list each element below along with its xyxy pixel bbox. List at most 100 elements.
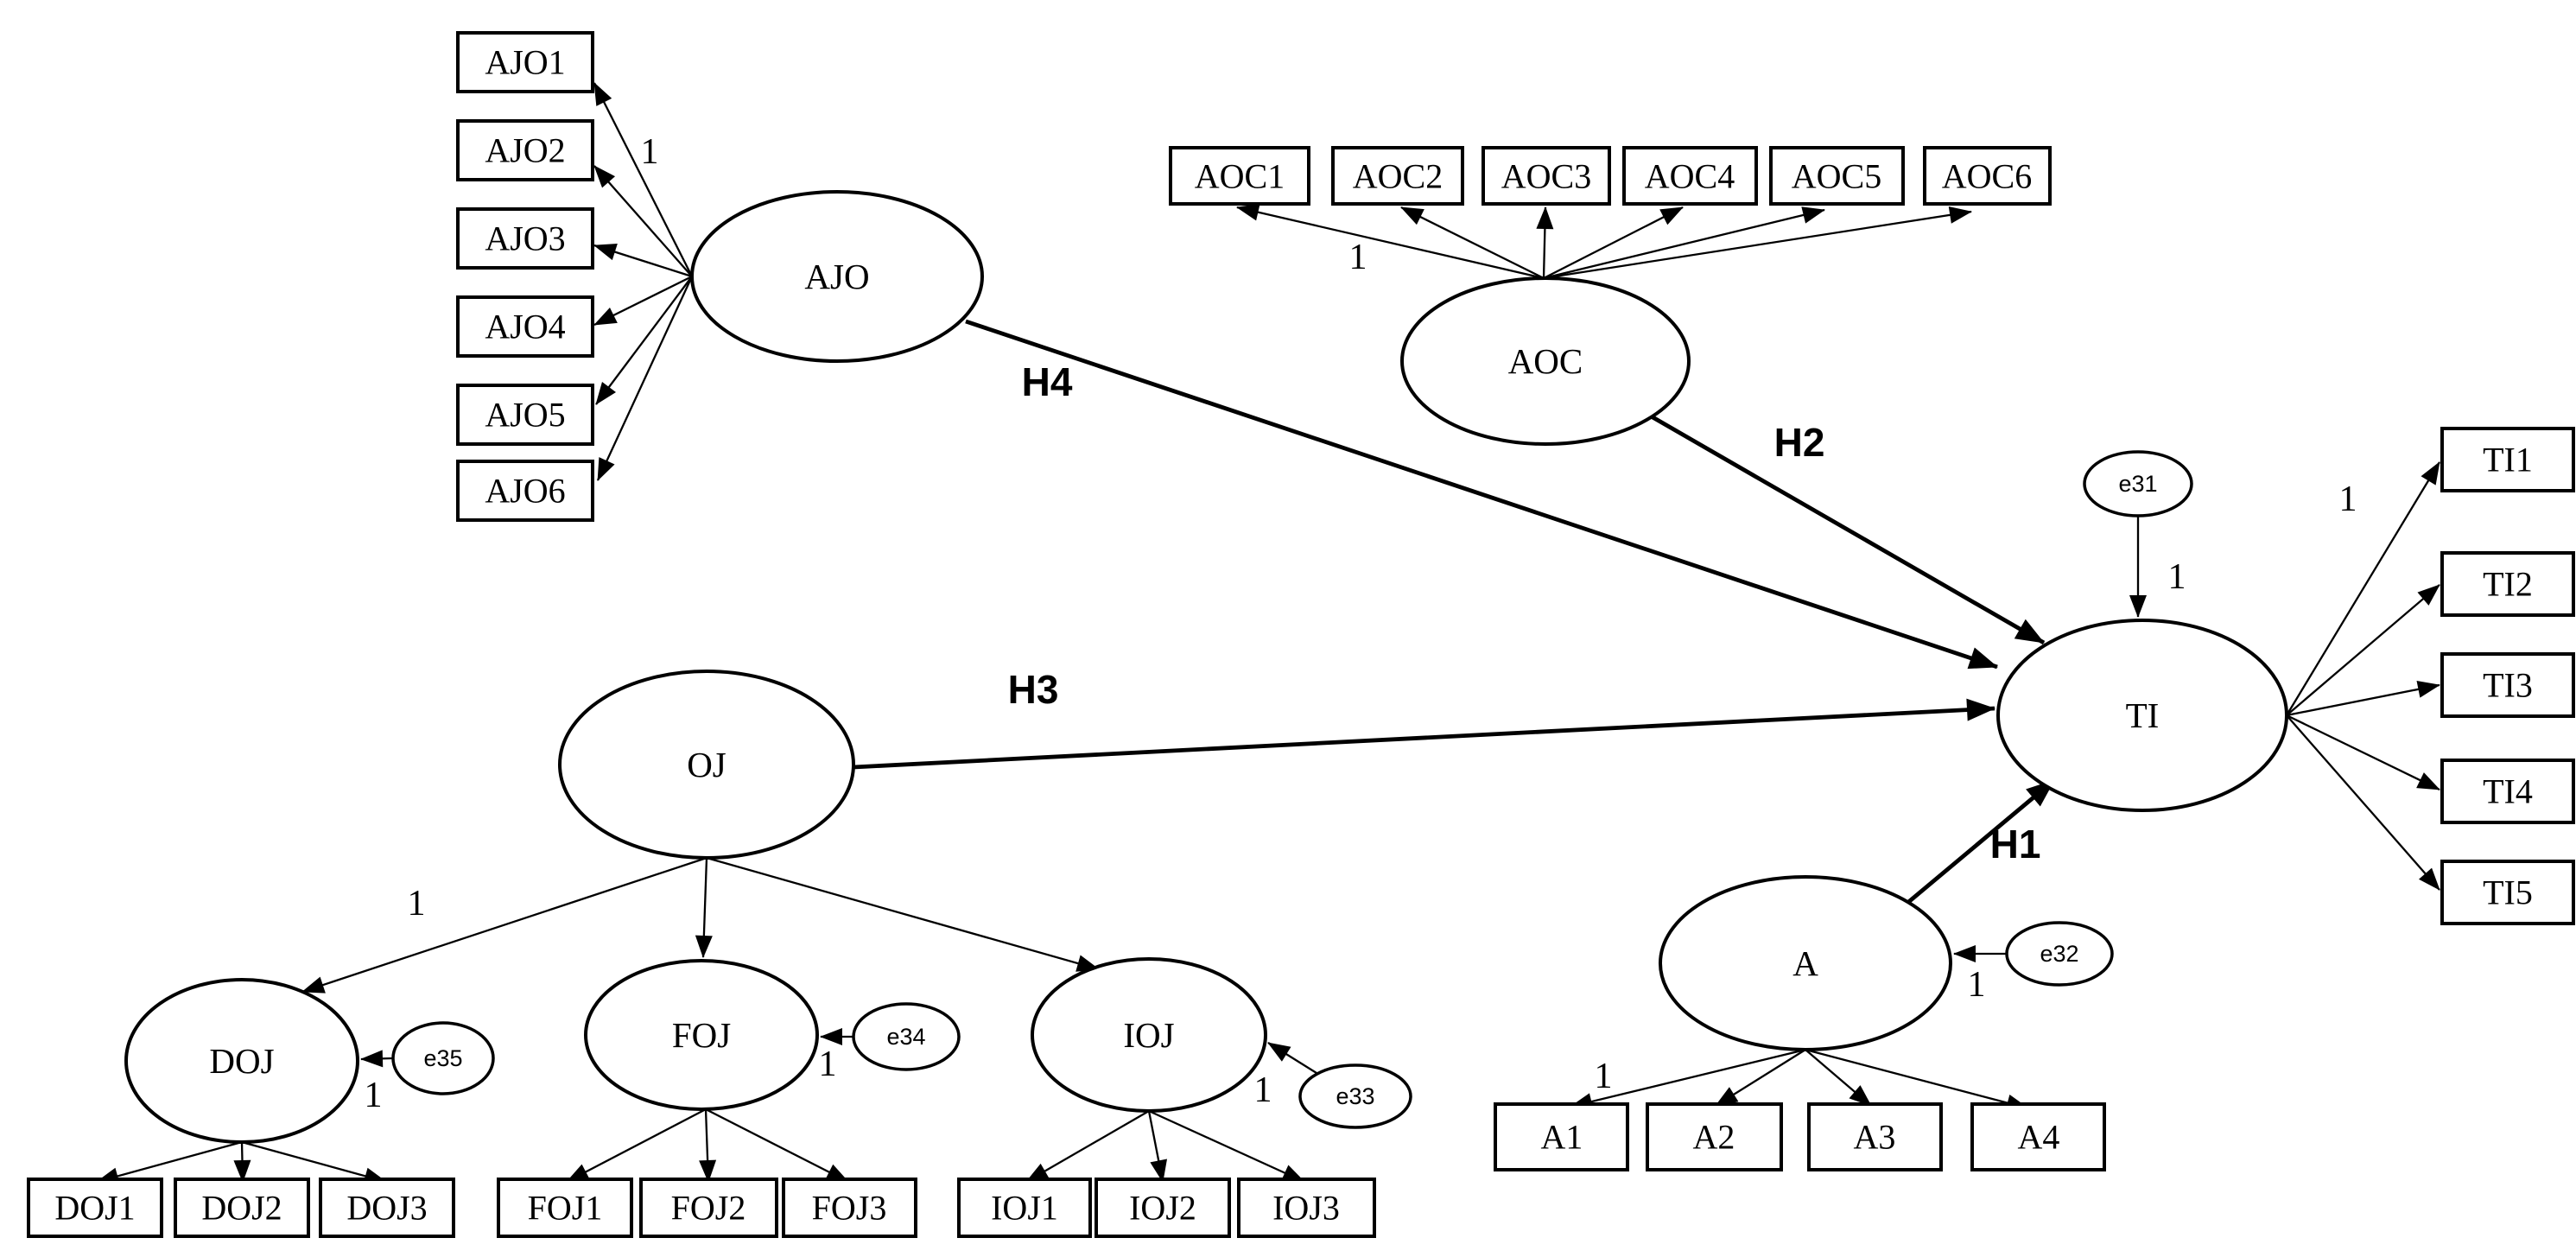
error-terms: e31 e32 e33 e34 e35 [391, 450, 2193, 1129]
label-h4: H4 [1022, 359, 1073, 404]
indicator-ajo3-label: AJO3 [485, 219, 565, 258]
indicator-ioj1-box [957, 1178, 1092, 1238]
arrow-ajo-ajo2 [593, 165, 693, 277]
error-e31: e31 [2083, 450, 2193, 517]
indicator-a1-box [1494, 1102, 1629, 1171]
latent-foj: FOJ [584, 959, 819, 1111]
arrow-aoc-aoc3 [1536, 206, 1554, 279]
indicator-foj3: FOJ3 [782, 1178, 917, 1238]
indicator-doj2-label: DOJ2 [201, 1189, 282, 1228]
error-e32-ellipse [2005, 921, 2114, 987]
indicator-ti2-label: TI2 [2483, 565, 2533, 604]
indicator-ti5-box [2440, 860, 2575, 925]
indicator-aoc6: AOC6 [1923, 146, 2052, 206]
indicator-ajo5: AJO5 [456, 384, 594, 446]
indicator-ti2: TI2 [2440, 551, 2575, 617]
label-h1: H1 [1990, 822, 2041, 867]
latent-ajo-label: AJO [804, 257, 869, 296]
indicator-doj1-label: DOJ1 [54, 1189, 135, 1228]
indicator-ajo3-box [456, 207, 594, 270]
latent-ajo-ellipse [690, 190, 984, 363]
arrow-aoc-aoc6 [1543, 206, 1972, 280]
error-e34: e34 [852, 1002, 961, 1071]
arrow-foj-foj3 [705, 1108, 849, 1184]
label-loading1-aoc: 1 [1349, 238, 1367, 277]
latent-doj-ellipse [124, 978, 359, 1144]
indicator-a4-label: A4 [2018, 1118, 2060, 1157]
path-h1-a-to-ti [1905, 778, 2056, 905]
indicator-aoc5-box [1769, 146, 1905, 206]
arrow-ajo-ajo3 [593, 244, 693, 278]
indicator-aoc5-label: AOC5 [1792, 157, 1881, 196]
error-e35-label: e35 [423, 1045, 462, 1071]
indicator-ti1: TI1 [2440, 427, 2575, 492]
indicator-a1-label: A1 [1541, 1118, 1583, 1157]
indicator-aoc6-label: AOC6 [1942, 157, 2032, 196]
indicator-aoc1-box [1169, 146, 1310, 206]
indicator-ajo2-label: AJO2 [485, 131, 565, 170]
indicator-ajo1: AJO1 [456, 31, 594, 93]
indicator-doj1-box [27, 1178, 163, 1238]
arrow-ti-ti5 [2286, 714, 2440, 891]
indicator-ioj2-box [1094, 1178, 1231, 1238]
indicator-doj1: DOJ1 [27, 1178, 163, 1238]
indicator-doj2-box [174, 1178, 310, 1238]
latent-foj-label: FOJ [672, 1015, 731, 1055]
indicator-a3: A3 [1807, 1102, 1943, 1171]
indicator-ioj2: IOJ2 [1094, 1178, 1231, 1238]
latent-ti-ellipse [1996, 619, 2288, 812]
error-e35-ellipse [391, 1021, 495, 1095]
indicator-a1: A1 [1494, 1102, 1629, 1171]
latent-a-ellipse [1659, 875, 1952, 1051]
indicator-ti4-box [2440, 759, 2575, 824]
indicator-aoc2: AOC2 [1331, 146, 1464, 206]
indicator-ioj1: IOJ1 [957, 1178, 1092, 1238]
indicator-aoc5: AOC5 [1769, 146, 1905, 206]
latent-oj: OJ [558, 670, 855, 860]
indicator-ti5: TI5 [2440, 860, 2575, 925]
arrow-oj-doj [301, 856, 707, 994]
arrow-ajo-ajo5 [595, 276, 693, 405]
indicator-aoc6-box [1923, 146, 2052, 206]
indicator-a3-box [1807, 1102, 1943, 1171]
indicator-doj2: DOJ2 [174, 1178, 310, 1238]
indicator-ioj3-box [1237, 1178, 1376, 1238]
latent-ti: TI [1996, 619, 2288, 812]
indicator-ti1-label: TI1 [2483, 441, 2533, 479]
indicator-aoc4: AOC4 [1622, 146, 1758, 206]
path-h2-aoc-to-ti [1646, 412, 2046, 645]
indicator-ti3: TI3 [2440, 652, 2575, 718]
indicator-a4: A4 [1970, 1102, 2106, 1171]
label-loading1-ajo: 1 [641, 132, 659, 172]
arrow-a-a2 [1715, 1049, 1806, 1107]
arrow-a-a4 [1805, 1048, 2029, 1112]
indicator-ajo2-box [456, 119, 594, 181]
latent-ajo: AJO [690, 190, 984, 363]
arrow-ajo-ajo1 [593, 82, 694, 277]
indicator-aoc4-box [1622, 146, 1758, 206]
arrow-ajo-ajo6 [596, 276, 694, 481]
arrow-a-a3 [1805, 1049, 1872, 1107]
arrow-ti-ti4 [2286, 714, 2440, 791]
indicator-aoc2-box [1331, 146, 1464, 206]
loading-arrows [96, 82, 2440, 1185]
arrow-aoc-aoc5 [1543, 206, 1825, 280]
arrow-oj-ioj [706, 856, 1100, 972]
label-loading1-e33: 1 [1254, 1070, 1272, 1110]
indicator-ajo3: AJO3 [456, 207, 594, 270]
label-loading1-e31: 1 [2168, 557, 2186, 597]
arrow-oj-foj [695, 857, 713, 958]
label-loading1-e35: 1 [365, 1076, 383, 1115]
indicator-doj3-label: DOJ3 [346, 1189, 427, 1228]
indicator-ioj2-label: IOJ2 [1129, 1189, 1196, 1228]
label-loading1-e34: 1 [819, 1044, 837, 1084]
arrow-e35-doj [360, 1050, 394, 1068]
indicator-a2-box [1646, 1102, 1783, 1171]
label-loading1-ti: 1 [2339, 479, 2357, 519]
error-e34-ellipse [852, 1002, 961, 1071]
indicator-foj2-label: FOJ2 [671, 1189, 746, 1228]
error-e34-label: e34 [886, 1024, 925, 1050]
indicator-foj3-box [782, 1178, 917, 1238]
error-e35: e35 [391, 1021, 495, 1095]
